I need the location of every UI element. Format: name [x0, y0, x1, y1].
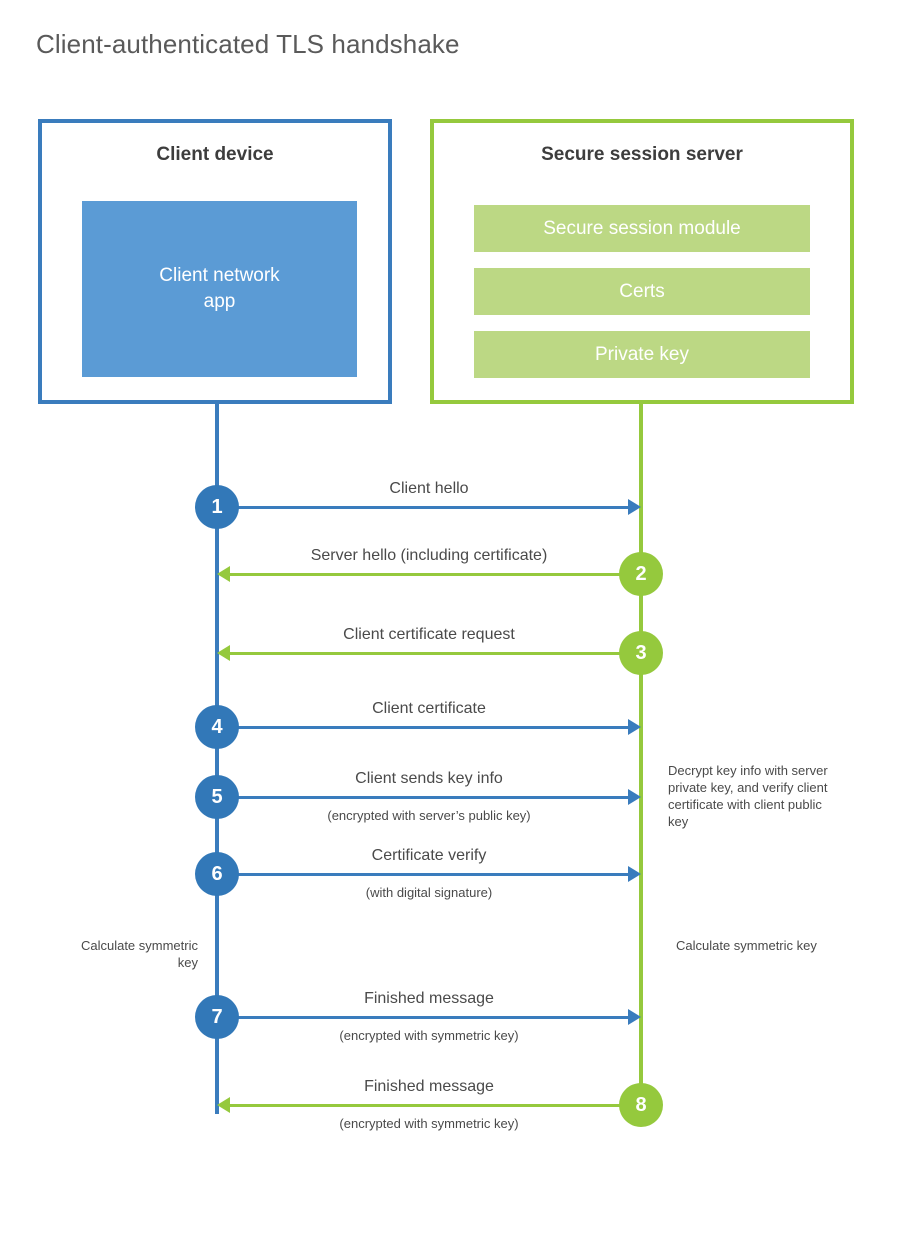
server-block-label: Private key: [595, 343, 689, 365]
message-sublabel-5: (encrypted with server’s public key): [327, 808, 531, 823]
message-arrowhead-2: [217, 566, 230, 582]
step-circle-1[interactable]: 1: [195, 485, 239, 529]
client-device-title: Client device: [156, 144, 274, 165]
step-circle-4[interactable]: 4: [195, 705, 239, 749]
message-line-7: [217, 1016, 630, 1019]
message-arrowhead-8: [217, 1097, 230, 1113]
message-arrowhead-3: [217, 645, 230, 661]
step-circle-6[interactable]: 6: [195, 852, 239, 896]
message-label-6: Certificate verify: [371, 847, 487, 864]
message-label-5: Client sends key info: [355, 770, 503, 787]
message-label-3: Client certificate request: [343, 626, 515, 643]
step-circle-3[interactable]: 3: [619, 631, 663, 675]
message-arrowhead-7: [628, 1009, 641, 1025]
server-block-private-key: Private key: [474, 331, 810, 378]
message-sublabel-6: (with digital signature): [365, 885, 493, 900]
secure-session-server-box: Secure session server Secure session mod…: [430, 119, 854, 404]
message-line-2: [228, 573, 641, 576]
client-lifeline: [215, 402, 219, 1114]
message-label-7: Finished message: [364, 990, 494, 1007]
message-line-8: [228, 1104, 641, 1107]
step-circle-7[interactable]: 7: [195, 995, 239, 1039]
server-block-label: Secure session module: [543, 217, 741, 239]
message-arrowhead-1: [628, 499, 641, 515]
server-lifeline: [639, 402, 643, 1107]
message-label-1: Client hello: [389, 480, 469, 497]
step-circle-5[interactable]: 5: [195, 775, 239, 819]
message-arrowhead-5: [628, 789, 641, 805]
client-calculate-note: Calculate symmetric key: [80, 938, 198, 970]
page-title: Client-authenticated TLS handshake: [36, 29, 460, 59]
message-label-8: Finished message: [364, 1078, 494, 1095]
message-label-2: Server hello (including certificate): [310, 547, 548, 564]
message-sublabel-7: (encrypted with symmetric key): [339, 1028, 519, 1043]
message-label-4: Client certificate: [372, 700, 486, 717]
message-line-4: [217, 726, 630, 729]
message-line-6: [217, 873, 630, 876]
message-sublabel-8: (encrypted with symmetric key): [339, 1116, 519, 1131]
message-line-5: [217, 796, 630, 799]
server-block-certs: Certs: [474, 268, 810, 315]
step-circle-2[interactable]: 2: [619, 552, 663, 596]
message-line-1: [217, 506, 630, 509]
server-block-secure-session-module: Secure session module: [474, 205, 810, 252]
server-calculate-note: Calculate symmetric key: [676, 938, 817, 953]
message-arrowhead-4: [628, 719, 641, 735]
server-decrypt-note: Decrypt key info with server private key…: [668, 763, 828, 829]
message-line-3: [228, 652, 641, 655]
secure-session-server-title: Secure session server: [541, 144, 743, 165]
step-circle-8[interactable]: 8: [619, 1083, 663, 1127]
message-arrowhead-6: [628, 866, 641, 882]
server-block-label: Certs: [619, 280, 665, 302]
